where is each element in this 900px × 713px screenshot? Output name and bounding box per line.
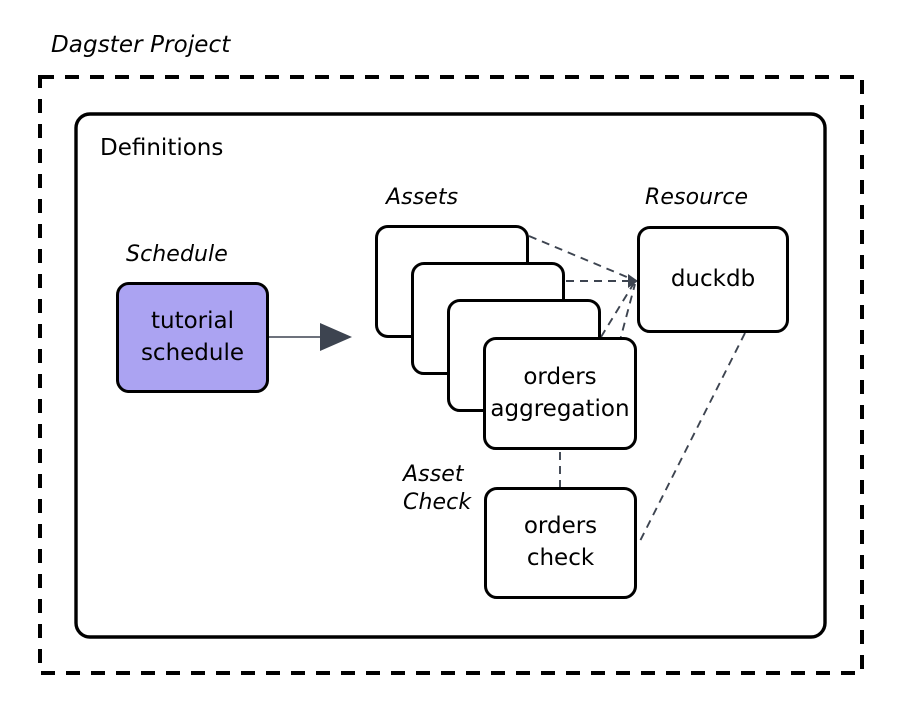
node-line: orders: [523, 363, 597, 390]
edge-duckdb-to-orders-check: [637, 332, 746, 546]
edge-orders-aggregation-to-duckdb: [618, 283, 636, 345]
node-orders-aggregation[interactable]: orders aggregation: [483, 337, 637, 450]
definitions-label: Definitions: [100, 135, 224, 161]
node-line: orders: [523, 513, 598, 540]
group-label-asset-check: Asset Check: [403, 462, 472, 516]
project-title: Dagster Project: [51, 32, 231, 58]
node-line: check: [526, 545, 595, 571]
node-duckdb[interactable]: duckdb: [637, 226, 789, 333]
edge-asset3-to-duckdb: [600, 282, 635, 338]
group-label-assets: Assets: [386, 185, 459, 210]
node-line: tutorial: [150, 307, 234, 334]
group-label-schedule: Schedule: [126, 242, 228, 267]
node-line: duckdb: [670, 265, 756, 292]
group-label-resource: Resource: [645, 185, 749, 210]
node-line: schedule: [140, 339, 245, 366]
node-line: aggregation: [490, 395, 630, 422]
node-tutorial-schedule[interactable]: tutorial schedule: [116, 282, 269, 393]
arrowhead-schedule-to-assets: [320, 323, 352, 351]
node-orders-check[interactable]: orders check: [484, 487, 637, 599]
